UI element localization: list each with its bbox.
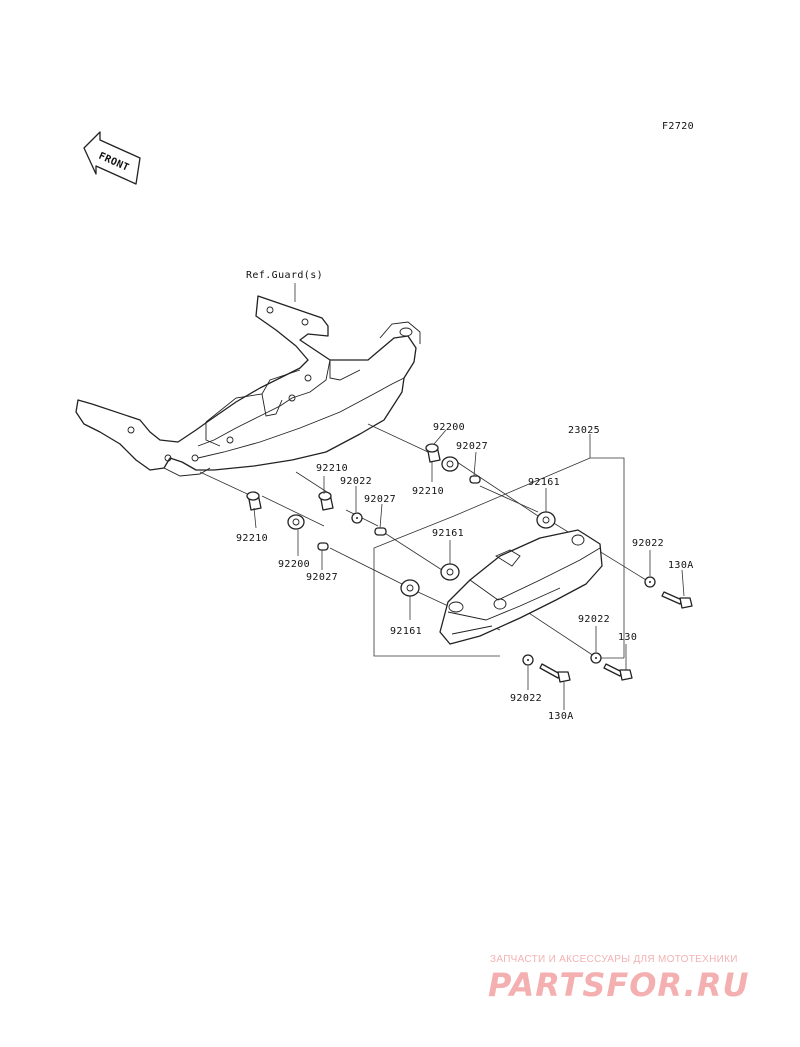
- part-label-92200-b: 92200: [278, 559, 310, 570]
- damper-92161-a: [536, 511, 556, 529]
- washer-92022-a: [351, 512, 363, 524]
- bolt-130: [603, 663, 633, 681]
- collar-92027-a: [469, 475, 481, 484]
- part-label-92027-a: 92027: [456, 441, 488, 452]
- front-arrow-icon: FRONT: [83, 131, 141, 185]
- bolt-130A-a: [661, 591, 693, 609]
- damper-92161-c: [400, 579, 420, 597]
- part-label-92022-b: 92022: [632, 538, 664, 549]
- part-label-130A-b: 130A: [548, 711, 574, 722]
- part-label-92200-a: 92200: [433, 422, 465, 433]
- washer-92022-b: [644, 576, 656, 588]
- watermark-tagline: ЗАПЧАСТИ И АКСЕССУАРЫ ДЛЯ МОТОТЕХНИКИ: [490, 954, 738, 965]
- label-leaders: [253, 429, 685, 710]
- washer-92022-c: [590, 652, 602, 664]
- collar-92210-a: [425, 443, 441, 463]
- part-label-92161-b: 92161: [432, 528, 464, 539]
- part-label-92022-d: 92022: [510, 693, 542, 704]
- part-label-130: 130: [618, 632, 637, 643]
- ref-guard-label: Ref.Guard(s): [246, 270, 323, 281]
- damper-92161-b: [440, 563, 460, 581]
- part-label-92027-b: 92027: [364, 494, 396, 505]
- collar-92027-c: [317, 542, 329, 551]
- collar-92210-c: [246, 491, 262, 511]
- part-label-23025: 23025: [568, 425, 600, 436]
- part-label-92027-c: 92027: [306, 572, 338, 583]
- damper-92200-a: [441, 456, 459, 472]
- guard-frame: [75, 295, 421, 477]
- watermark-brand: PARTSFOR.RU: [488, 966, 749, 1004]
- part-label-92022-c: 92022: [578, 614, 610, 625]
- part-label-92022-a: 92022: [340, 476, 372, 487]
- watermark: ЗАПЧАСТИ И АКСЕССУАРЫ ДЛЯ МОТОТЕХНИКИ PA…: [488, 954, 749, 1004]
- part-label-92161-a: 92161: [528, 477, 560, 488]
- part-label-92161-c: 92161: [390, 626, 422, 637]
- assembly-bracket-23025: [373, 434, 625, 659]
- part-label-92210-b: 92210: [316, 463, 348, 474]
- collar-92210-b: [318, 491, 334, 511]
- collar-92027-b: [374, 527, 387, 536]
- bolt-130A-b: [539, 663, 571, 683]
- part-label-92210-c: 92210: [236, 533, 268, 544]
- figure-code: F2720: [662, 121, 694, 132]
- part-label-92210-a: 92210: [412, 486, 444, 497]
- lamp-assembly: [439, 529, 603, 645]
- washer-92022-d: [522, 654, 534, 666]
- part-label-130A-a: 130A: [668, 560, 694, 571]
- damper-92200-b: [287, 514, 305, 530]
